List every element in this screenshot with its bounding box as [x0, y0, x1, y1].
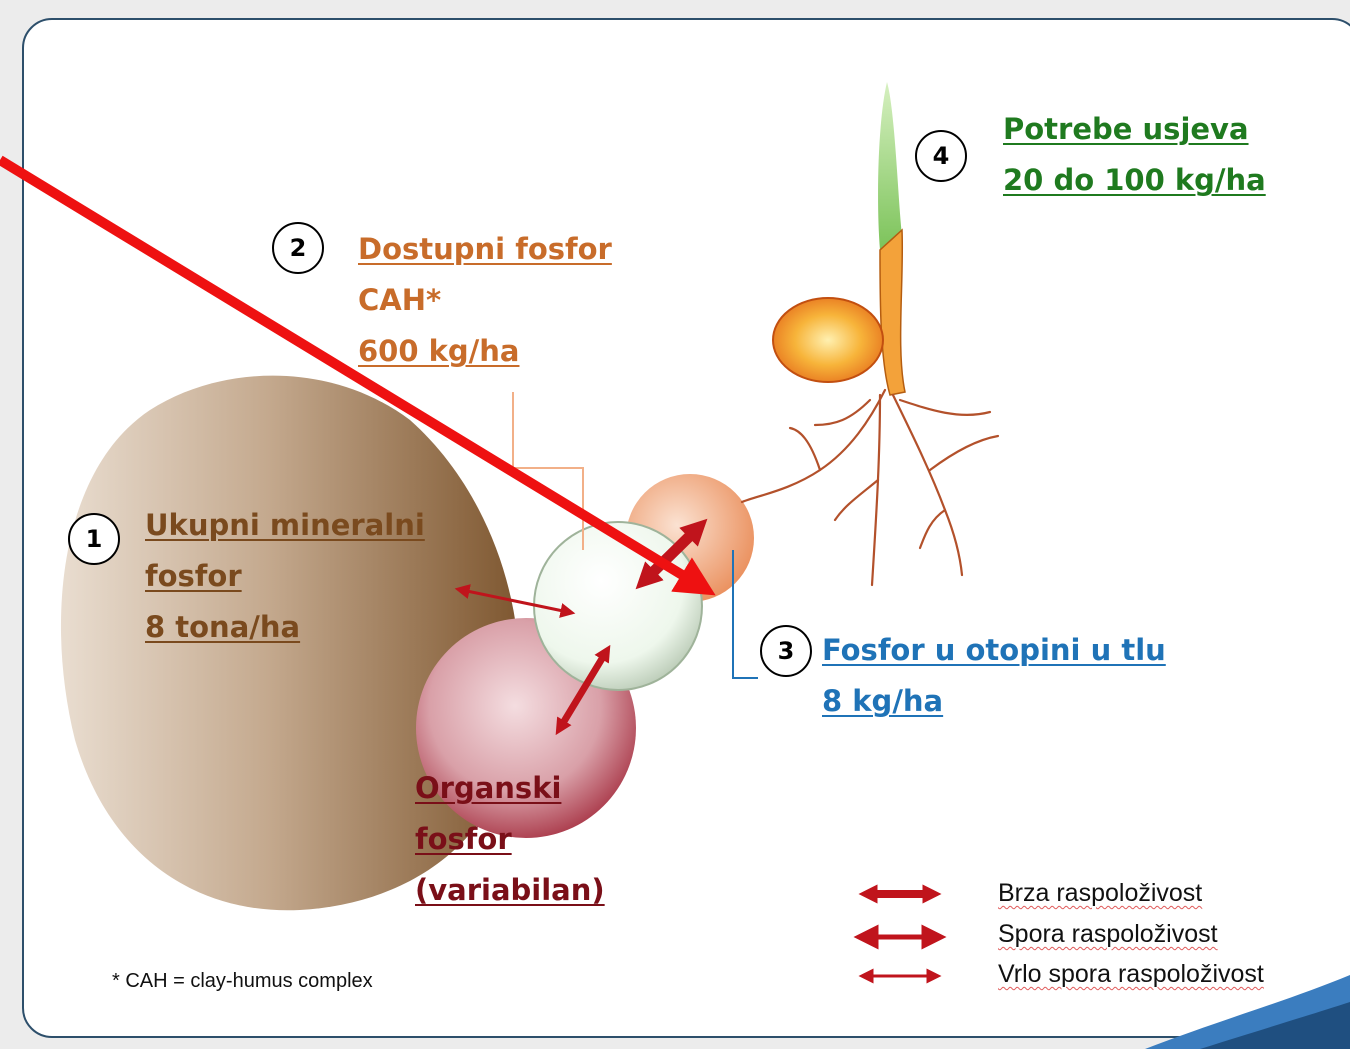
solution-connector-line [732, 550, 758, 679]
solution-phosphorus-label: Fosfor u otopini u tlu 8 kg/ha [822, 625, 1166, 727]
red-pointer-arrow [0, 155, 716, 596]
total-mineral-phosphorus-label: Ukupni mineralni fosfor 8 tona/ha [145, 500, 425, 653]
legend-label-slow: Spora raspoloživost [998, 920, 1218, 948]
badge-3: 3 [760, 625, 812, 677]
crop-needs-label: Potrebe usjeva 20 do 100 kg/ha [1003, 104, 1266, 206]
organic-line-3: (variabilan) [415, 873, 605, 907]
total-mineral-line-1: Ukupni mineralni [145, 508, 425, 542]
crop-needs-line-2: 20 do 100 kg/ha [1003, 163, 1266, 197]
solution-line-2: 8 kg/ha [822, 684, 944, 718]
available-to-solution-arrow [635, 518, 708, 590]
available-connector-line [512, 392, 584, 550]
seedling-illustration [740, 82, 1000, 587]
footnote: * CAH = clay-humus complex [112, 970, 373, 992]
organic-line-2: fosfor [415, 822, 512, 856]
badge-4: 4 [915, 130, 967, 182]
legend-label-fast: Brza raspoloživost [998, 879, 1203, 907]
available-line-1: Dostupni fosfor [358, 232, 612, 266]
mineral-to-solution-arrow [454, 584, 576, 618]
available-phosphorus-label: Dostupni fosfor CAH* 600 kg/ha [358, 224, 612, 377]
available-line-2: CAH* [358, 283, 442, 317]
badge-1: 1 [68, 513, 120, 565]
mineral-phosphorus-blob [60, 375, 520, 911]
organic-phosphorus-label: Organski fosfor (variabilan) [415, 763, 605, 916]
total-mineral-line-3: 8 tona/ha [145, 610, 301, 644]
available-line-3: 600 kg/ha [358, 334, 520, 368]
legend-label-very-slow: Vrlo spora raspoloživost [998, 960, 1264, 988]
total-mineral-line-2: fosfor [145, 559, 242, 593]
badge-2: 2 [272, 222, 324, 274]
organic-to-solution-arrow [555, 644, 611, 736]
crop-needs-line-1: Potrebe usjeva [1003, 112, 1249, 146]
organic-line-1: Organski [415, 771, 562, 805]
seedling-leaf [878, 82, 902, 250]
seedling-stem [879, 228, 906, 396]
seedling-seed [772, 297, 884, 383]
solution-line-1: Fosfor u otopini u tlu [822, 633, 1166, 667]
corner-decoration-dark [1200, 1002, 1350, 1049]
